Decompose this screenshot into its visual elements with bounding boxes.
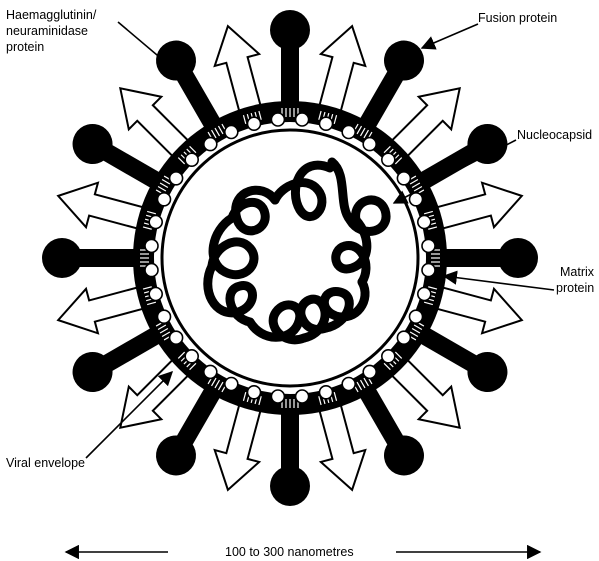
label-haemagglutinin-line2: neuraminidase	[6, 24, 88, 38]
label-matrix-protein: Matrix protein	[556, 265, 595, 295]
pointer-matrix-protein	[442, 270, 555, 291]
matrix-protein-bead	[246, 384, 262, 400]
haemagglutinin-spike	[386, 87, 461, 162]
haemagglutinin-spike	[316, 398, 367, 492]
matrix-protein-bead	[203, 364, 218, 380]
matrix-protein-bead	[396, 171, 412, 186]
matrix-protein-bead	[203, 136, 218, 152]
fusion-protein-spike	[270, 396, 310, 506]
label-matrix-line2: protein	[556, 281, 594, 295]
haemagglutinin-spike	[213, 398, 264, 492]
matrix-protein-bead	[156, 192, 172, 207]
matrix-protein-bead	[408, 192, 424, 207]
fusion-protein-spike	[428, 238, 538, 278]
matrix-protein-bead	[318, 116, 334, 131]
envelope-striation	[431, 249, 440, 267]
matrix-protein-bead	[362, 364, 378, 380]
matrix-protein-bead	[224, 124, 239, 140]
label-haemagglutinin-line1: Haemagglutinin/	[6, 8, 97, 22]
matrix-protein-beads	[144, 112, 436, 404]
label-matrix-line1: Matrix	[560, 265, 595, 279]
matrix-protein-bead	[144, 238, 159, 254]
matrix-protein-bead	[148, 286, 163, 302]
haemagglutinin-spike	[56, 284, 150, 335]
matrix-protein-bead	[341, 376, 357, 392]
matrix-protein-bead	[362, 136, 378, 152]
haemagglutinin-spike	[316, 24, 367, 118]
matrix-protein-bead	[148, 214, 163, 230]
scale-label: 100 to 300 nanometres	[225, 545, 354, 559]
matrix-protein-bead	[270, 389, 286, 404]
label-haemagglutinin: Haemagglutinin/ neuraminidase protein	[6, 8, 97, 54]
matrix-protein-bead	[246, 116, 262, 131]
matrix-protein-bead	[408, 309, 424, 325]
haemagglutinin-spike	[56, 181, 150, 232]
matrix-protein-bead	[184, 152, 199, 167]
matrix-protein-bead	[380, 152, 396, 167]
virion-interior	[160, 128, 420, 388]
fusion-protein-spike	[270, 10, 310, 120]
pointer-nucleocapsid	[392, 139, 517, 204]
pointer-fusion-protein	[420, 23, 479, 50]
matrix-protein-bead	[421, 262, 436, 278]
matrix-protein-bead	[224, 376, 239, 392]
matrix-protein-bead	[380, 348, 396, 364]
haemagglutinin-spike	[213, 24, 264, 118]
matrix-protein-bead	[294, 112, 310, 127]
envelope-striation	[383, 351, 403, 371]
matrix-protein-bead	[421, 238, 436, 254]
haemagglutinin-spike	[430, 181, 524, 232]
matrix-protein-bead	[168, 330, 184, 346]
matrix-protein-bead	[168, 171, 184, 186]
label-haemagglutinin-line3: protein	[6, 40, 44, 54]
fusion-protein-spike	[42, 238, 152, 278]
pointer-haemagglutinin	[117, 21, 198, 89]
matrix-protein-bead	[416, 214, 432, 230]
haemagglutinin-spike	[386, 354, 461, 429]
label-fusion-protein: Fusion protein	[478, 11, 557, 25]
matrix-protein-bead	[144, 262, 159, 278]
matrix-protein-bead	[156, 309, 172, 325]
pointer-viral-envelope	[85, 370, 174, 459]
matrix-protein-bead	[318, 384, 334, 400]
matrix-protein-bead	[294, 389, 310, 404]
label-nucleocapsid: Nucleocapsid	[517, 128, 592, 142]
matrix-protein-bead	[416, 286, 432, 302]
nucleocapsid-coil	[203, 157, 391, 345]
matrix-protein-bead	[184, 348, 199, 364]
matrix-protein-bead	[270, 112, 286, 127]
matrix-protein-bead	[396, 330, 412, 346]
haemagglutinin-spike	[430, 284, 524, 335]
label-viral-envelope: Viral envelope	[6, 456, 85, 470]
haemagglutinin-spike	[119, 354, 194, 429]
matrix-protein-bead	[341, 124, 357, 140]
haemagglutinin-spike	[119, 87, 194, 162]
